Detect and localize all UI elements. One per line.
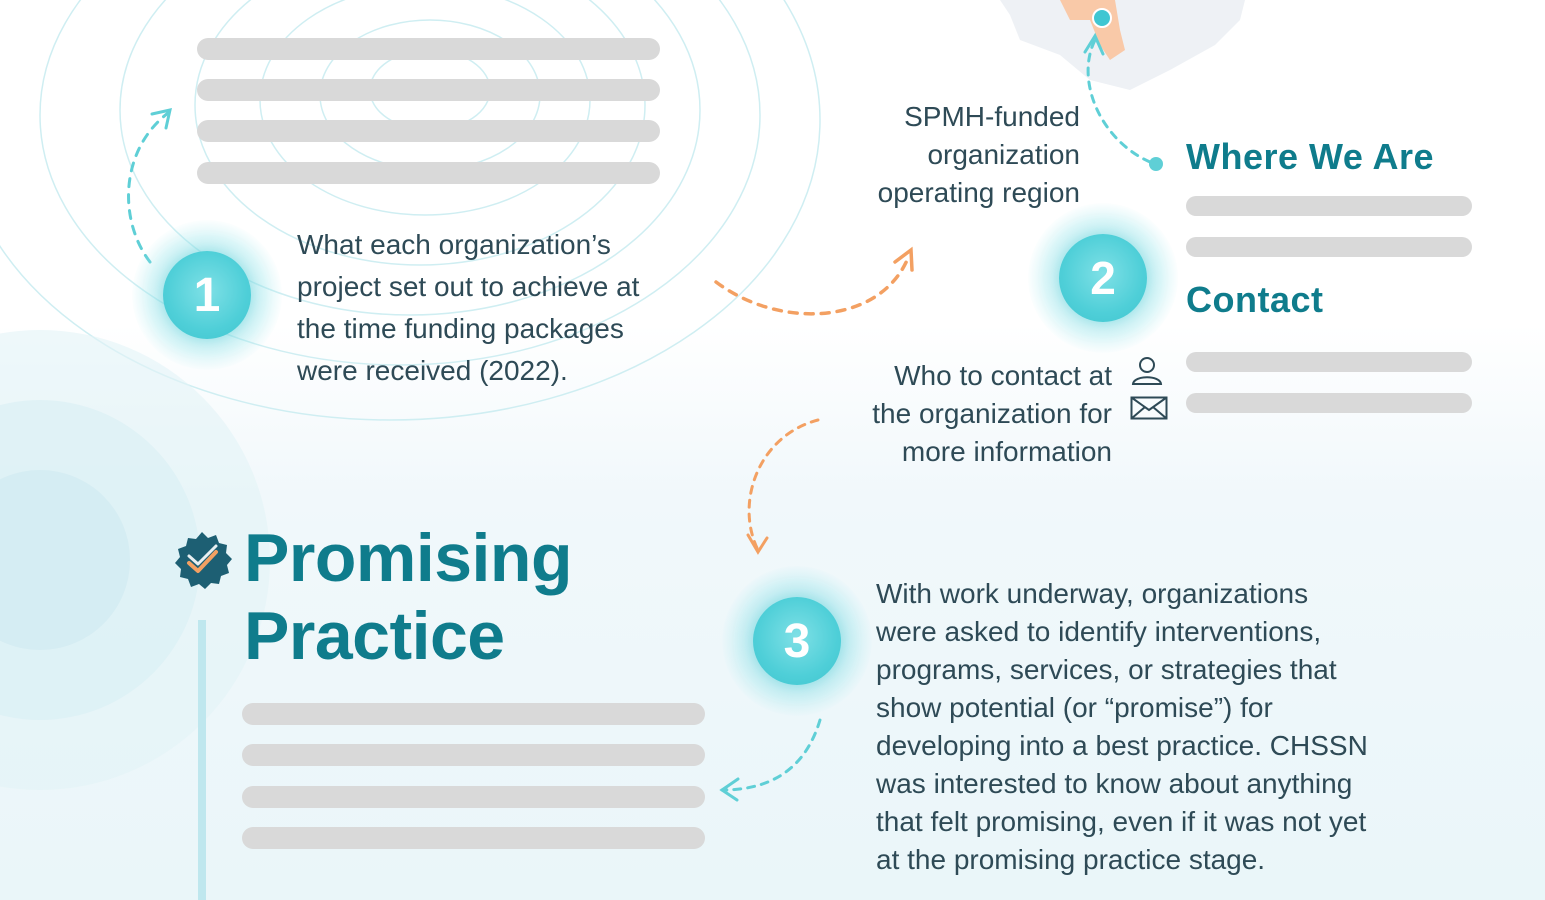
placeholder-bar — [242, 786, 705, 808]
step-3-circle: 3 — [753, 597, 841, 685]
where-we-are-heading: Where We Are — [1186, 136, 1435, 177]
arrow-step2-to-step3 — [747, 418, 820, 550]
step-2-number: 2 — [1090, 252, 1116, 304]
placeholder-bar — [1186, 393, 1472, 413]
placeholder-bar — [197, 162, 660, 184]
arrow-step3-to-promising — [720, 718, 822, 792]
placeholder-bar — [242, 703, 705, 725]
arrow-map-pin — [1086, 38, 1152, 164]
step-2-circle: 2 — [1059, 234, 1147, 322]
step-1-description: What each organization’s project set out… — [297, 229, 640, 386]
person-icon — [1131, 357, 1163, 385]
step-3-number: 3 — [783, 614, 811, 668]
placeholder-bar — [197, 38, 660, 60]
map-region-note: SPMH-funded organization operating regio… — [877, 101, 1080, 208]
placeholder-bar — [1186, 352, 1472, 372]
placeholder-bar — [197, 79, 660, 101]
step-1-number: 1 — [193, 268, 221, 322]
placeholder-bar — [1186, 237, 1472, 257]
contact-heading: Contact — [1186, 279, 1324, 320]
step-1-circle: 1 — [163, 251, 251, 339]
placeholder-bar — [242, 827, 705, 849]
map-region-icon — [1000, 0, 1245, 90]
placeholder-bar — [1186, 196, 1472, 216]
arrow-step1-up — [127, 111, 170, 264]
arrow-step1-to-step2 — [714, 256, 910, 316]
contact-note: Who to contact at the organization for m… — [872, 360, 1112, 467]
check-badge-icon — [175, 532, 232, 589]
step-3-description: With work underway, organizations were a… — [876, 578, 1368, 875]
promising-practice-heading: Promising Practice — [244, 520, 573, 674]
placeholder-bar — [197, 120, 660, 142]
promising-vertical-rule — [198, 620, 206, 900]
envelope-icon — [1130, 396, 1168, 420]
placeholder-bar — [242, 744, 705, 766]
